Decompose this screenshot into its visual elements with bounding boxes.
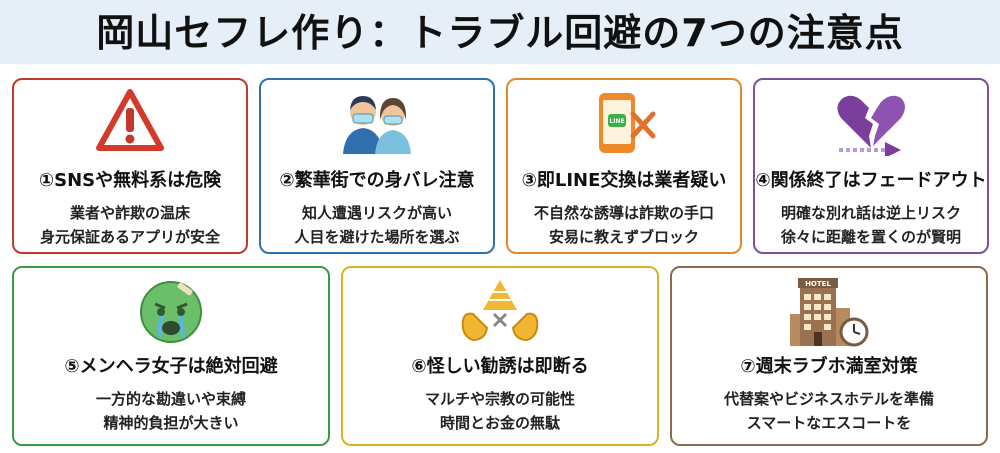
card-sns-danger: ①SNSや無料系は危険 業者や詐欺の温床 身元保証あるアプリが安全 bbox=[12, 78, 248, 254]
card-menhera-avoid: ⑤メンヘラ女子は絶対回避 一方的な勘違いや束縛 精神的負担が大きい bbox=[12, 266, 330, 446]
pyramid-refuse-icon bbox=[343, 276, 657, 356]
warning-icon bbox=[14, 88, 246, 168]
card-line: 安易に教えずブロック bbox=[548, 228, 699, 246]
card-title: ③即LINE交換は業者疑い bbox=[521, 170, 727, 191]
card-title: ②繁華街での身バレ注意 bbox=[279, 170, 475, 191]
card-title: ⑦週末ラブホ満室対策 bbox=[740, 356, 918, 377]
card-line: 不自然な誘導は詐欺の手口 bbox=[533, 204, 714, 222]
card-line: 代替案やビジネスホテルを準備 bbox=[723, 390, 934, 408]
page-title: 岡山セフレ作り：トラブル回避の7つの注意点 bbox=[96, 11, 904, 55]
card-line: 精神的負担が大きい bbox=[103, 414, 239, 432]
card-line: スマートなエスコートを bbox=[746, 414, 912, 432]
card-title: ①SNSや無料系は危険 bbox=[38, 170, 222, 191]
title-banner bbox=[0, 0, 1000, 64]
masked-couple-icon bbox=[261, 90, 493, 170]
card-line: 徐々に距離を置くのが賢明 bbox=[780, 228, 961, 246]
card-line: 身元保証あるアプリが安全 bbox=[39, 228, 220, 246]
card-downtown-exposure: ②繁華街での身バレ注意 知人遭遇リスクが高い 人目を避けた場所を選ぶ bbox=[259, 78, 495, 254]
card-line: 明確な別れ話は逆上リスク bbox=[780, 204, 961, 222]
crying-face-icon bbox=[14, 276, 328, 356]
broken-heart-icon bbox=[755, 90, 987, 170]
hotel-clock-icon: HOTEL bbox=[672, 274, 986, 354]
card-line: 知人遭遇リスクが高い bbox=[301, 204, 452, 222]
card-fade-out: ④関係終了はフェードアウト 明確な別れ話は逆上リスク 徐々に距離を置くのが賢明 bbox=[753, 78, 989, 254]
card-line-exchange: LINE ③即LINE交換は業者疑い 不自然な誘導は詐欺の手口 安易に教えずブロ… bbox=[506, 78, 742, 254]
card-title: ④関係終了はフェードアウト bbox=[755, 170, 987, 191]
card-line: マルチや宗教の可能性 bbox=[424, 390, 575, 408]
hotel-sign: HOTEL bbox=[805, 280, 831, 288]
line-badge: LINE bbox=[609, 118, 624, 125]
card-line: 時間とお金の無駄 bbox=[439, 414, 560, 432]
card-title: ⑥怪しい勧誘は即断る bbox=[411, 356, 589, 377]
phone-line-crossed-icon: LINE bbox=[508, 90, 740, 170]
card-line: 一方的な勘違いや束縛 bbox=[95, 390, 246, 408]
card-love-hotel-full: HOTEL ⑦週末ラブホ満室対策 代替案やビジネスホテルを準備 スマートなエスコ… bbox=[670, 266, 988, 446]
card-line: 人目を避けた場所を選ぶ bbox=[294, 228, 460, 246]
card-refuse-solicitation: ⑥怪しい勧誘は即断る マルチや宗教の可能性 時間とお金の無駄 bbox=[341, 266, 659, 446]
card-title: ⑤メンヘラ女子は絶対回避 bbox=[64, 356, 278, 377]
card-line: 業者や詐欺の温床 bbox=[69, 204, 190, 222]
